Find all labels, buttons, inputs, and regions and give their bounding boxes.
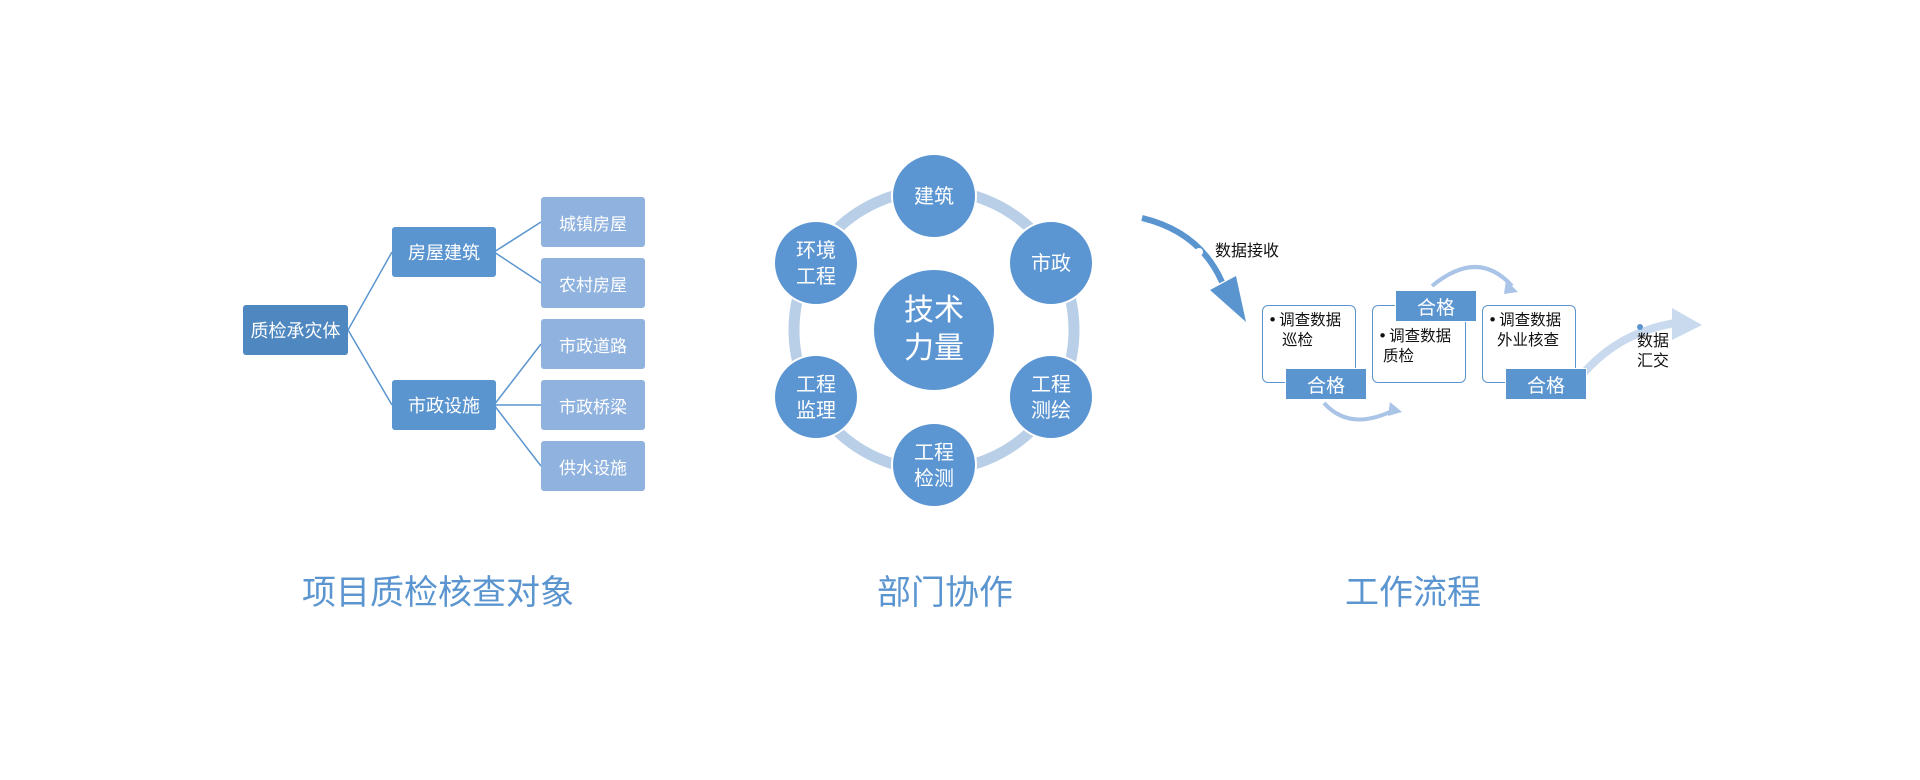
flow-card-line: 巡检 xyxy=(1282,331,1314,349)
cycle-node-inspection: 工程检测 xyxy=(891,422,977,508)
tree-leaf-urban-housing: 城镇房屋 xyxy=(541,197,645,247)
cycle-node-label: 工程 xyxy=(1031,372,1071,396)
tree-leaf-water-supply: 供水设施 xyxy=(541,441,645,491)
flow-pass-tag-3: 合格 xyxy=(1505,368,1587,400)
flow-pass-tag-2: 合格 xyxy=(1395,290,1477,322)
cycle-node-label: 工程 xyxy=(914,440,954,464)
cycle-node-label: 测绘 xyxy=(1031,398,1071,422)
cycle-section-title: 部门协作 xyxy=(877,573,1013,613)
cycle-center-line-1: 技术 xyxy=(904,293,964,328)
tree-root-node: 质检承灾体 xyxy=(243,305,348,355)
cycle-node-label: 监理 xyxy=(796,398,836,422)
output-label: 数据 汇交 xyxy=(1637,331,1669,371)
cycle-node-environmental: 环境工程 xyxy=(773,220,859,306)
flow-card-line: 调查数据 xyxy=(1499,311,1562,329)
cycle-center-line-2: 力量 xyxy=(904,331,964,366)
tree-leaf-municipal-road: 市政道路 xyxy=(541,319,645,369)
cycle-node-surveying: 工程测绘 xyxy=(1008,354,1094,440)
tree-section-title: 项目质检核查对象 xyxy=(302,573,574,613)
cycle-node-architecture: 建筑 xyxy=(891,153,977,239)
flow-arrows xyxy=(1322,265,1514,422)
cycle-node-label: 工程 xyxy=(796,264,836,288)
flow-card-line: 质检 xyxy=(1383,347,1415,365)
output-label-line: 数据 xyxy=(1637,331,1670,350)
flow-card-line: 调查数据 xyxy=(1279,311,1342,329)
output-label-line: 汇交 xyxy=(1637,351,1670,370)
cycle-node-label: 检测 xyxy=(914,466,954,490)
flow-arrowhead-1 xyxy=(1388,402,1402,416)
flow-arrowhead-2 xyxy=(1504,280,1518,294)
cycle-node-label: 市政 xyxy=(1031,251,1071,275)
tree-connectors xyxy=(347,221,542,467)
cycle-node-label: 建筑 xyxy=(914,184,954,208)
cycle-node-label: 工程 xyxy=(796,372,836,396)
workflow-section-title: 工作流程 xyxy=(1345,573,1481,613)
cycle-node-municipal: 市政 xyxy=(1008,220,1094,306)
flow-card-line: 外业核查 xyxy=(1497,331,1560,349)
tree-branch-housing: 房屋建筑 xyxy=(392,227,496,277)
output-arrow xyxy=(1578,308,1702,378)
flow-card-line: 调查数据 xyxy=(1389,327,1452,345)
receive-label: 数据接收 xyxy=(1215,241,1280,260)
receive-arrow xyxy=(1141,215,1246,322)
flow-pass-tag-1: 合格 xyxy=(1285,368,1367,400)
cycle-center-node: 技术力量 xyxy=(872,268,996,392)
tree-leaf-rural-housing: 农村房屋 xyxy=(541,258,645,308)
tree-leaf-municipal-bridge: 市政桥梁 xyxy=(541,380,645,430)
cycle-node-supervision: 工程监理 xyxy=(773,354,859,440)
cycle-node-label: 环境 xyxy=(796,238,836,262)
tree-branch-municipal: 市政设施 xyxy=(392,380,496,430)
